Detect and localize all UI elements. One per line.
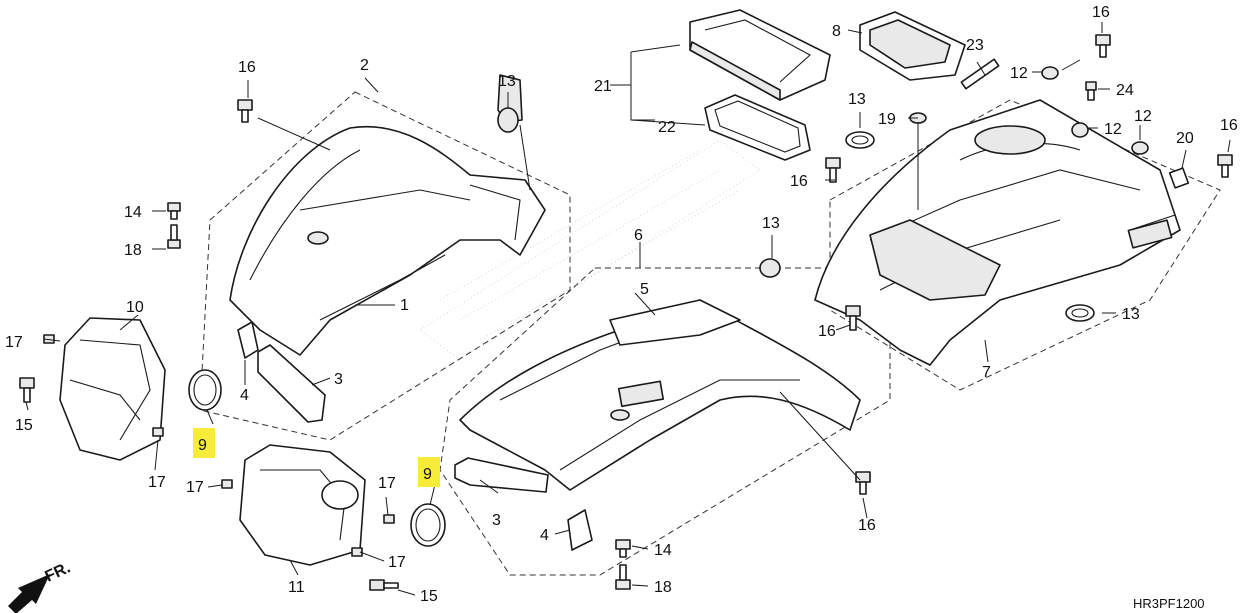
callout-16: 16 [1220,117,1238,134]
clip-16-bottom-center [855,471,871,495]
callout-12: 12 [1010,65,1028,82]
bolt-18-bottom [615,564,631,590]
frame-assembly-2 [199,91,571,441]
part-10-side-cover [59,317,166,461]
bolt-15-bottom [369,579,399,591]
callout-16: 16 [818,323,836,340]
leader-lines [25,22,1231,596]
bolt-15-left [19,377,35,403]
clip-16-mid-right [825,157,841,183]
callout-3: 3 [334,371,343,388]
part-20-clip [1168,167,1190,189]
part-21-lid [689,9,831,101]
frame-assembly-7 [829,99,1221,391]
callout-20: 20 [1176,130,1194,147]
callout-14: 14 [654,542,672,559]
callout-24: 24 [1116,82,1134,99]
callout-21: 21 [594,78,612,95]
part-4-pad-upper [237,321,259,359]
callout-4: 4 [540,527,549,544]
callout-16: 16 [790,173,808,190]
callout-7: 7 [982,364,991,381]
callout-17: 17 [378,475,396,492]
callout-17: 17 [5,334,23,351]
callout-19: 19 [878,111,896,128]
front-label: FR. [43,559,74,585]
callout-13: 13 [498,73,516,90]
callout-23: 23 [966,37,984,54]
bolt-18-left [167,224,181,249]
grommet-12-a [1041,66,1059,80]
grommet-13-right-upper [845,131,875,149]
callout-8: 8 [832,23,841,40]
callout-4: 4 [240,387,249,404]
callout-18: 18 [124,242,142,259]
callout-15: 15 [15,417,33,434]
frame-assembly-6 [439,267,891,576]
callout-17: 17 [148,474,166,491]
highlight-9-left [193,428,215,458]
callout-22: 22 [658,119,676,136]
callout-6: 6 [634,227,643,244]
clip-17-d [383,514,395,524]
callout-5: 5 [640,281,649,298]
callout-18: 18 [654,579,672,596]
grommet-13-right-lower [1065,304,1095,322]
callout-9: 9 [423,466,432,483]
callout-12: 12 [1134,108,1152,125]
clip-17-b [152,427,164,437]
callout-13: 13 [762,215,780,232]
front-direction-marker: FR. [8,559,73,613]
part-3-foam-lower [454,457,549,493]
bolt-14-bottom [615,539,631,558]
front-arrow-icon [8,574,50,613]
part-6-rear-fender [459,299,861,491]
part-7-rear-carrier [814,99,1181,366]
clip-16-far-right [1217,154,1233,178]
callout-9: 9 [198,437,207,454]
clip-17-e [351,547,363,557]
callout-16: 16 [238,59,256,76]
grommet-12-b [1071,122,1089,138]
callout-3: 3 [492,512,501,529]
diagram-code: HR3PF1200 [1133,596,1205,611]
highlight-9-right [418,457,440,487]
part-3-foam-upper [257,344,326,423]
part-4-pad-lower [567,509,593,551]
part-8-cover [859,11,966,81]
part-22-seal [704,94,811,161]
grommet-12-c [1131,141,1149,155]
callout-13: 13 [848,91,866,108]
callout-17: 17 [388,554,406,571]
bolt-24 [1085,81,1097,101]
callout-labels: 16 2 13 14 18 1 3 4 9 9 10 17 15 17 17 1… [5,4,1238,605]
bolt-16-upper-left [237,99,253,123]
dotted-texture [419,139,761,361]
clip-17-c [221,479,233,489]
bolt-14-left [167,202,181,220]
callout-12: 12 [1104,121,1122,138]
callout-15: 15 [420,588,438,605]
callout-2: 2 [360,57,369,74]
callout-16: 16 [858,517,876,534]
callout-14: 14 [124,204,142,221]
callout-1: 1 [400,297,409,314]
callout-16: 16 [1092,4,1110,21]
callout-10: 10 [126,299,144,316]
callout-11: 11 [288,579,305,596]
clip-16-lower-right [845,305,861,331]
callout-13: 13 [1122,306,1140,323]
callout-17: 17 [186,479,204,496]
part-11-side-cover [239,444,366,566]
grommet-13-upper [497,107,519,133]
grommet-13-middle [759,258,781,278]
part-23-strip [960,58,1000,90]
clip-16-top-right [1095,34,1111,58]
